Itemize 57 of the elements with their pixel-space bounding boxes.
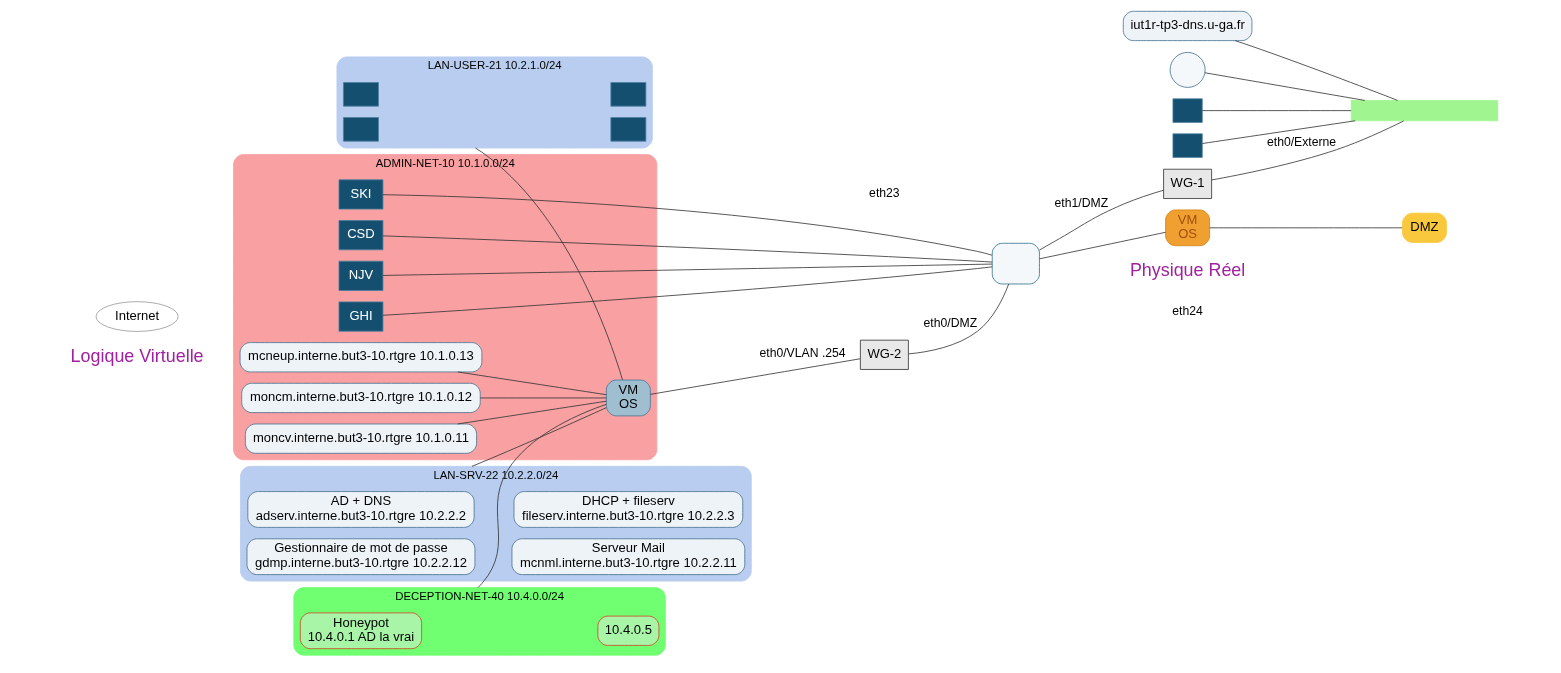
node-box: WG-2 — [859, 339, 909, 370]
node-box: DMZ — [1401, 212, 1447, 243]
node-box — [991, 242, 1040, 285]
node-box: moncm.interne.but3-10.rtgre 10.1.0.12 — [240, 382, 481, 413]
connector — [1201, 110, 1352, 111]
node-box: DHCP + fileserv fileserv.interne.but3-10.rtgre 10.2.2.3 — [513, 491, 743, 528]
label: Logique Virtuelle — [70, 345, 204, 366]
node-laptop — [609, 82, 646, 107]
node-box: mcneup.interne.but3-10.rtgre 10.1.0.13 — [239, 342, 482, 373]
node-box: moncv.interne.but3-10.rtgre 10.1.0.11 — [244, 423, 477, 454]
node-box: AD + DNS adserv.interne.but3-10.rtgre 10.2.2.2 — [246, 491, 474, 528]
node-monitor — [1172, 98, 1203, 123]
connector — [456, 371, 607, 396]
node-box: NJV — [338, 260, 383, 291]
connector — [456, 400, 607, 425]
node-bar — [1350, 100, 1498, 122]
connector — [1201, 120, 1356, 144]
connector — [474, 147, 623, 381]
node-monitor — [1172, 133, 1203, 158]
connector — [1038, 189, 1164, 251]
label: eth23 — [868, 186, 900, 201]
edge-label: eth0/Externe — [1266, 134, 1336, 149]
edge-label: eth1/DMZ — [1054, 196, 1108, 211]
cluster: LAN-USER-21 10.2.1.0/24 — [336, 56, 653, 149]
node-laptop — [342, 117, 379, 142]
edge-label: eth0/DMZ — [923, 316, 977, 331]
node-box: 10.4.0.5 — [596, 615, 659, 646]
connector — [382, 263, 993, 276]
node-box: iut1r-tp3-dns.u-ga.fr — [1122, 10, 1252, 41]
connector — [1204, 72, 1365, 101]
connector — [907, 283, 1009, 355]
node-box: WG-1 — [1162, 168, 1212, 199]
node-circle — [1169, 52, 1205, 88]
node-box: SKI — [338, 179, 383, 210]
node-box: VM OS — [605, 379, 651, 417]
node-laptop — [342, 82, 379, 107]
connector — [382, 266, 992, 316]
node-box: GHI — [338, 301, 383, 332]
node-box: Honeypot 10.4.0.1 AD la vrai — [299, 612, 422, 650]
node-box: Gestionnaire de mot de passe gdmp.interne.but3-10.rtgre 10.2.2.12 — [246, 538, 475, 575]
label: Physique Réel — [1129, 260, 1245, 281]
node-laptop — [609, 117, 646, 142]
connector — [471, 407, 607, 467]
connector — [649, 358, 860, 395]
label: eth24 — [1171, 304, 1203, 319]
connector — [477, 403, 607, 589]
connector — [382, 235, 992, 263]
node-box: Serveur Mail mcnml.interne.but3-10.rtgre 10.2.2.11 — [511, 538, 745, 575]
connector — [1234, 40, 1398, 101]
connector — [382, 194, 992, 256]
connector — [1038, 231, 1166, 260]
node-ellipse: Internet — [95, 301, 179, 332]
edge-label: eth0/VLAN .254 — [758, 346, 846, 361]
node-box: CSD — [338, 220, 383, 251]
connector — [479, 397, 607, 399]
connector — [1210, 120, 1404, 181]
node-box: VM OS — [1164, 209, 1210, 247]
